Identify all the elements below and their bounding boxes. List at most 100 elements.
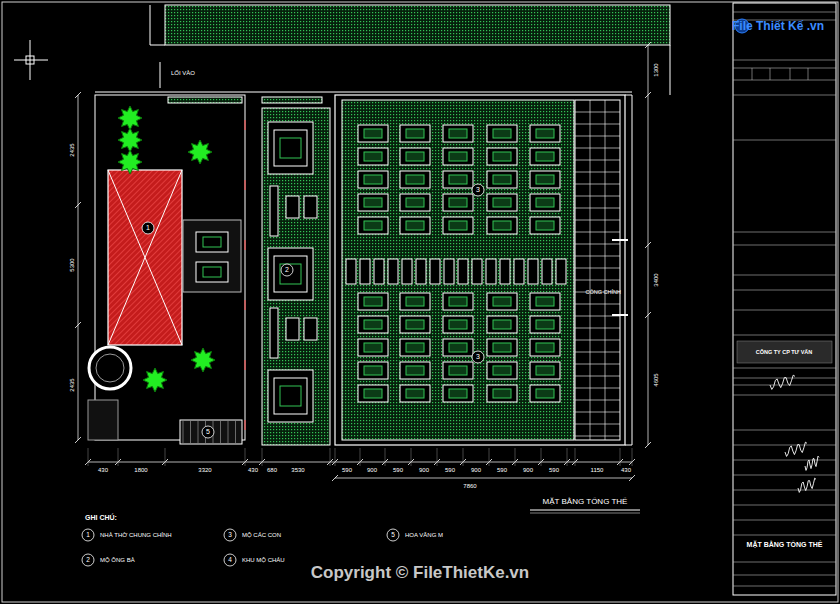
grave-plot-inner [536, 152, 554, 161]
title-block-row [733, 310, 836, 311]
paving-joint [575, 436, 620, 437]
legend-entry: MỘ CÁC CON [242, 532, 281, 539]
grave-plot [358, 316, 388, 333]
grave-plot [443, 171, 473, 188]
grave-plot-inner [493, 129, 511, 138]
stair-step [190, 421, 191, 443]
chapel-roof [108, 170, 182, 345]
dimension-tick [332, 475, 338, 481]
grave-plot [530, 194, 560, 211]
title-block-row [733, 430, 836, 431]
family-tomb-inner [274, 378, 307, 414]
title-block-row [733, 335, 836, 336]
paving-joint [575, 148, 620, 149]
plan-label: 1150 [590, 467, 605, 474]
grave-plot [443, 194, 473, 211]
title-block-row [733, 12, 836, 13]
plan-label: 590 [444, 467, 456, 474]
grave-plot-inner [493, 221, 511, 230]
callout-circle [472, 351, 484, 363]
plan-label: 5300 [69, 257, 76, 272]
low-wall [270, 186, 278, 236]
signature [785, 442, 807, 456]
watermark: Copyright © FileThietKe.vn [310, 564, 530, 583]
legend-callout-circle [224, 529, 236, 541]
title-block-row [733, 385, 836, 386]
grave-plot [443, 148, 473, 165]
plan-label: 430 [620, 467, 632, 474]
paved-strip [575, 100, 620, 440]
title-block-row [733, 535, 836, 536]
grave-plot-inner [449, 343, 467, 352]
grave-plot-inner [364, 343, 382, 352]
grave-plot [530, 293, 560, 310]
paving-joint [575, 328, 620, 329]
grave-plot [358, 125, 388, 142]
grave-plot-inner [449, 198, 467, 207]
paving-joint [575, 220, 620, 221]
family-grave-zone [262, 108, 330, 445]
title-block-col [790, 68, 791, 80]
title-block-row [733, 368, 836, 369]
path-slab [388, 259, 398, 284]
grave-plot [358, 385, 388, 402]
grave-plot-inner [493, 152, 511, 161]
grave-field [342, 100, 574, 440]
grave-plot-inner [536, 175, 554, 184]
dimension-tick [75, 437, 81, 443]
stair-step [235, 421, 236, 443]
paving-joint [575, 244, 620, 245]
title-block-col [752, 68, 753, 80]
path-slab [500, 259, 510, 284]
plan-label: 3530 [290, 467, 305, 474]
grave-plot-inner [364, 152, 382, 161]
grave-plot-inner [493, 198, 511, 207]
path-slab [444, 259, 454, 284]
site-boundary [625, 95, 632, 445]
logo-text: File Thiết Kế .vn [731, 20, 825, 33]
grave-plot-inner [536, 221, 554, 230]
path-slab [458, 259, 468, 284]
title-block-row [733, 575, 836, 576]
extension-line [245, 448, 246, 466]
legend-callout-circle [224, 554, 236, 566]
grave-plot-inner [493, 343, 511, 352]
grave-plot [530, 217, 560, 234]
grave-plot-inner [364, 175, 382, 184]
title-block-row [733, 80, 836, 81]
grave-plot-inner [364, 221, 382, 230]
paving-joint [575, 376, 620, 377]
callout-circle [281, 264, 293, 276]
paving-joint [575, 304, 620, 305]
paving-joint [575, 388, 620, 389]
grave-plot [358, 339, 388, 356]
grave-plot [487, 339, 517, 356]
extension-line [541, 448, 542, 466]
grave-plot [400, 316, 430, 333]
plan-label: 3 [227, 531, 233, 538]
round-pond-inner [96, 354, 124, 382]
grave-plot [487, 293, 517, 310]
gate-post [612, 239, 628, 241]
paving-joint [575, 424, 620, 425]
legend-callout-circle [82, 529, 94, 541]
grave-plot-inner [449, 366, 467, 375]
ucs-icon-axis [14, 60, 48, 61]
title-block-row [733, 475, 836, 476]
dimension-tick [645, 442, 651, 448]
grave-plot-inner [536, 129, 554, 138]
plan-label: 3320 [197, 467, 212, 474]
dimension-tick [75, 92, 81, 98]
grave-plot [443, 125, 473, 142]
grave-plot-inner [406, 366, 424, 375]
plan-label: 2435 [69, 142, 76, 157]
grave-plot-inner [536, 343, 554, 352]
grave-plot [530, 316, 560, 333]
extension-line [385, 448, 386, 466]
plan-label: 3 [475, 186, 481, 194]
signature [770, 375, 795, 389]
path-slab [416, 259, 426, 284]
legend-text: HOA VĂNG M [405, 532, 443, 539]
path-slab [528, 259, 538, 284]
axis-mark [245, 300, 246, 310]
